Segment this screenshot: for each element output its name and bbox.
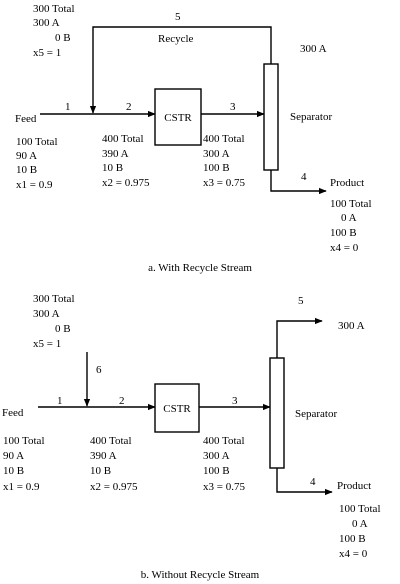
product-label-b: Product — [337, 480, 371, 492]
stream2-b-b: 10 B — [90, 465, 111, 477]
product-x-b: x4 = 0 — [339, 548, 368, 560]
product-b-b: 100 B — [339, 533, 366, 545]
product-a: 0 A — [341, 212, 357, 224]
stream2-x: x2 = 0.975 — [102, 177, 150, 189]
feed-b: 10 B — [16, 164, 37, 176]
separator-label: Separator — [290, 111, 332, 123]
caption-b: b. Without Recycle Stream — [141, 569, 260, 581]
recycle-a: 300 A — [33, 17, 60, 29]
cstr-label-b: CSTR — [163, 403, 191, 415]
separator-top-composition: 300 A — [300, 43, 327, 55]
recycle-b: 0 B — [55, 32, 71, 44]
separator-label-b: Separator — [295, 408, 337, 420]
stream-number-5: 5 — [175, 11, 181, 23]
feed-x: x1 = 0.9 — [16, 179, 53, 191]
stream3-b: 100 B — [203, 162, 230, 174]
stream3-a-b: 300 A — [203, 450, 230, 462]
stream-number-3: 3 — [230, 101, 236, 113]
product-stream-line-b — [276, 468, 333, 496]
stream5-composition-b: 300 A — [338, 320, 365, 332]
product-stream-line — [270, 170, 327, 195]
product-x: x4 = 0 — [330, 242, 359, 254]
feed-total: 100 Total — [16, 136, 58, 148]
stream2-x-b: x2 = 0.975 — [90, 481, 138, 493]
stream-number-3-b: 3 — [232, 395, 238, 407]
product-total-b: 100 Total — [339, 503, 381, 515]
feed-x-b: x1 = 0.9 — [3, 481, 40, 493]
recycle-label: Recycle — [158, 33, 194, 45]
cstr-reactor — [154, 88, 202, 146]
caption-a: a. With Recycle Stream — [148, 262, 252, 274]
separator-column — [263, 63, 279, 171]
stream6-a: 300 A — [33, 308, 60, 320]
stream6-total: 300 Total — [33, 293, 75, 305]
feed-a: 90 A — [16, 150, 37, 162]
product-b: 100 B — [330, 227, 357, 239]
stream3-total: 400 Total — [203, 133, 245, 145]
stream2-a-b: 390 A — [90, 450, 117, 462]
recycle-composition: 300 Total 300 A 0 B x5 = 1 — [33, 3, 75, 59]
feed-label-b: Feed — [2, 407, 24, 419]
stream2-total: 400 Total — [102, 133, 144, 145]
recycle-total: 300 Total — [33, 3, 75, 15]
stream3-x: x3 = 0.75 — [203, 177, 245, 189]
cstr-reactor-b — [154, 383, 200, 433]
stream3-a: 300 A — [203, 148, 230, 160]
stream6-x: x5 = 1 — [33, 338, 61, 350]
stream3-b-b: 100 B — [203, 465, 230, 477]
feed-b-b: 10 B — [3, 465, 24, 477]
stream2-a: 390 A — [102, 148, 129, 160]
stream-number-4-b: 4 — [310, 476, 316, 488]
separator-column-b — [269, 357, 285, 469]
diagram-with-recycle: 300 Total 300 A 0 B x5 = 1 5 Recycle 300… — [15, 3, 372, 274]
stream6-b: 0 B — [55, 323, 71, 335]
feed-label: Feed — [15, 113, 37, 125]
stream2-total-b: 400 Total — [90, 435, 132, 447]
product-label: Product — [330, 177, 364, 189]
stream3-x-b: x3 = 0.75 — [203, 481, 245, 493]
stream-number-2: 2 — [126, 101, 132, 113]
stream-number-6: 6 — [96, 364, 102, 376]
recycle-x: x5 = 1 — [33, 47, 61, 59]
feed-a-b: 90 A — [3, 450, 24, 462]
feed-total-b: 100 Total — [3, 435, 45, 447]
product-a-b: 0 A — [352, 518, 368, 530]
stream-number-5-b: 5 — [298, 295, 304, 307]
diagram-without-recycle: 300 Total 300 A 0 B x5 = 1 6 1 Feed 100 … — [2, 293, 381, 581]
stream-number-1-b: 1 — [57, 395, 63, 407]
cstr-label: CSTR — [164, 112, 192, 124]
stream2-b: 10 B — [102, 162, 123, 174]
recycle-stream-line — [89, 26, 272, 114]
stream-number-4: 4 — [301, 171, 307, 183]
stream6-composition: 300 Total 300 A 0 B x5 = 1 — [33, 293, 75, 350]
stream-5-line-b — [276, 317, 323, 358]
stream-number-2-b: 2 — [119, 395, 125, 407]
stream-number-1: 1 — [65, 101, 71, 113]
stream3-total-b: 400 Total — [203, 435, 245, 447]
product-total: 100 Total — [330, 198, 372, 210]
